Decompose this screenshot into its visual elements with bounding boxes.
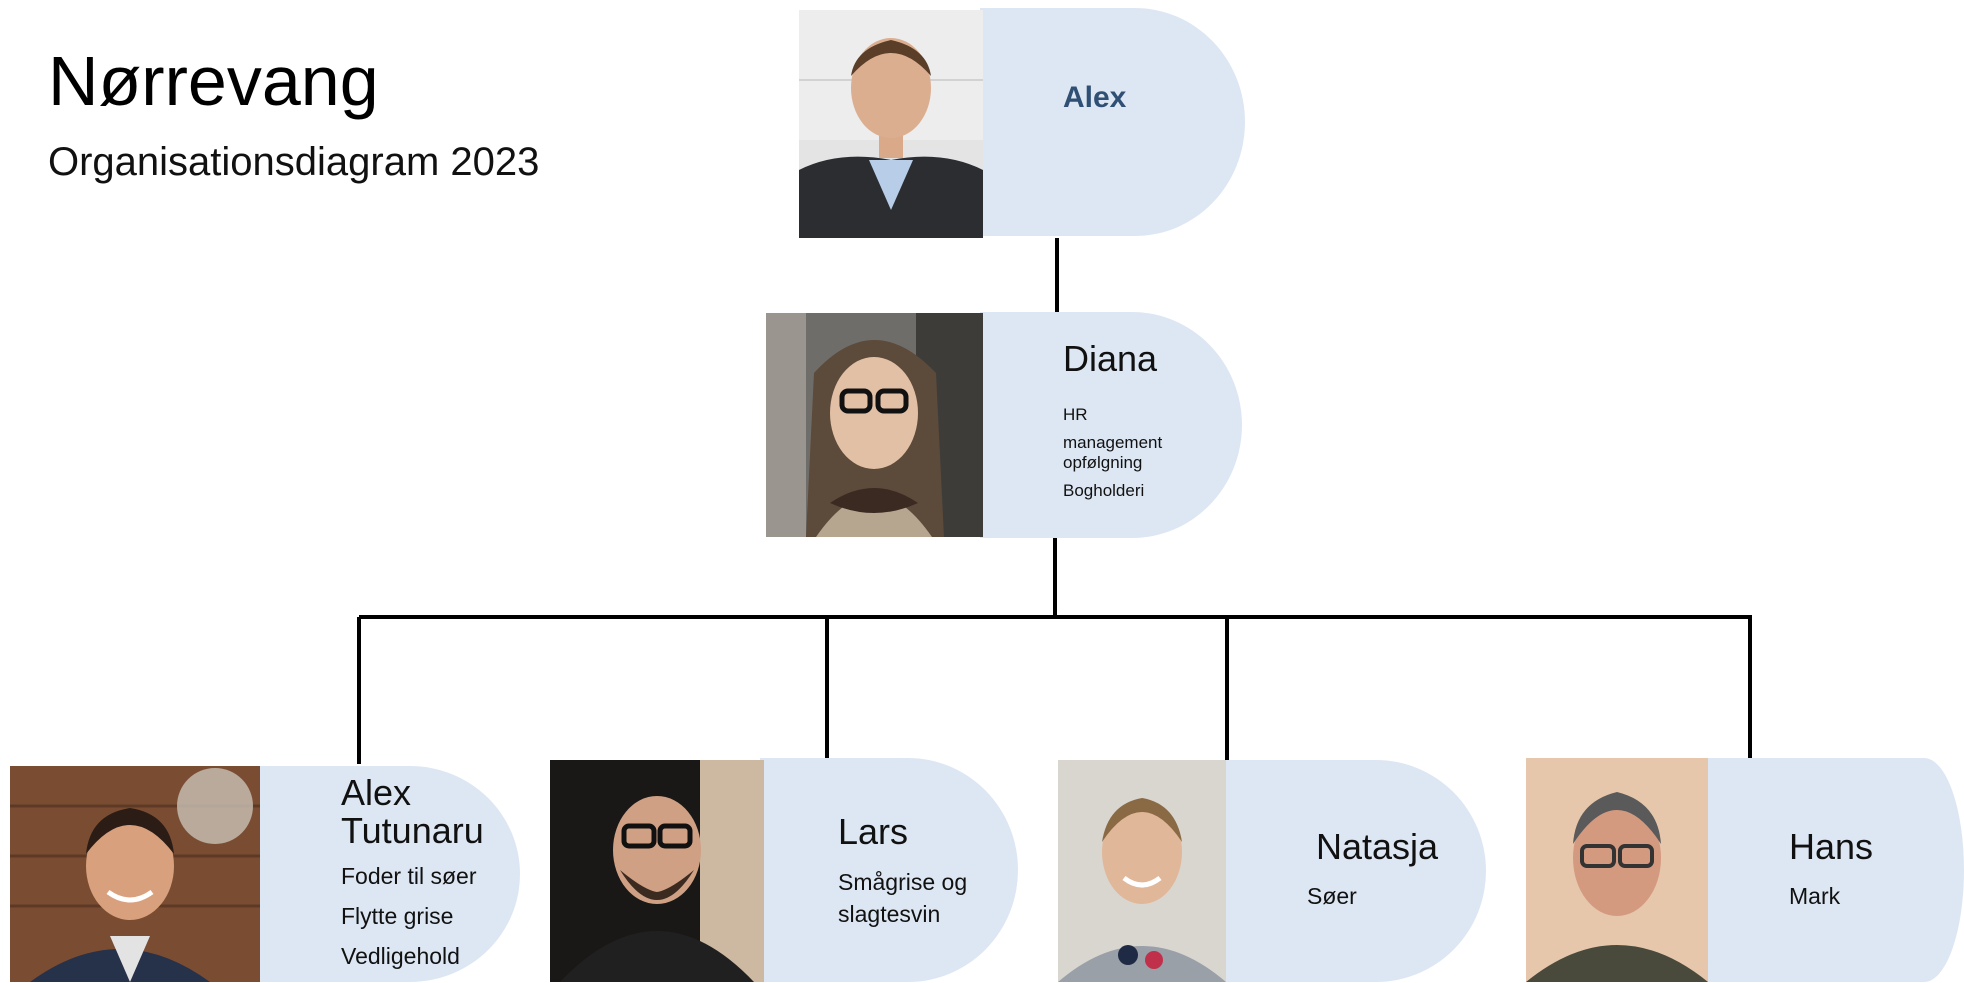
name-tab: [760, 758, 1018, 982]
role-list: Smågrise og slagtesvin: [838, 866, 967, 930]
portrait-photo: [10, 766, 260, 982]
name-tab: [1222, 760, 1486, 982]
role-item: slagtesvin: [838, 901, 941, 928]
person-name: Diana: [1063, 338, 1158, 379]
role-list: Mark: [1789, 880, 1840, 912]
person-name: Alex: [1063, 81, 1127, 114]
role-item: Søer: [1307, 883, 1357, 909]
role-list: HR management opfølgning Bogholderi: [1063, 404, 1162, 502]
portrait-photo: [766, 313, 983, 537]
role-item: Vedligehold: [341, 943, 460, 970]
person-name: Hans: [1789, 826, 1874, 867]
person-name: Natasja: [1316, 826, 1439, 867]
person-name: Alex Tutunaru: [341, 774, 484, 850]
role-item: Mark: [1789, 883, 1841, 909]
person-name-line: Tutunaru: [341, 809, 484, 851]
role-item: Bogholderi: [1063, 481, 1145, 501]
role-list: Foder til søer Flytte grise Vedligehold: [341, 860, 476, 973]
portrait-photo: [1526, 758, 1708, 982]
name-tab: [258, 766, 520, 982]
role-item: Smågrise og: [838, 869, 968, 895]
name-tab: [980, 312, 1242, 538]
name-tab: [1700, 758, 1964, 982]
page-subtitle: Organisationsdiagram 2023: [48, 140, 540, 184]
role-item: opfølgning: [1063, 453, 1143, 473]
portrait-photo: [799, 10, 983, 238]
role-item: management: [1063, 433, 1163, 453]
page-title: Nørrevang: [48, 42, 379, 120]
person-name: Lars: [838, 811, 909, 852]
role-item: HR: [1063, 405, 1088, 424]
role-list: Søer: [1307, 880, 1357, 912]
portrait-photo: [550, 760, 764, 982]
person-name-line: Alex: [341, 772, 412, 813]
role-item: Foder til søer: [341, 863, 477, 889]
role-item: Flytte grise: [341, 903, 454, 930]
name-tab: [980, 8, 1245, 236]
portrait-photo: [1058, 760, 1226, 982]
